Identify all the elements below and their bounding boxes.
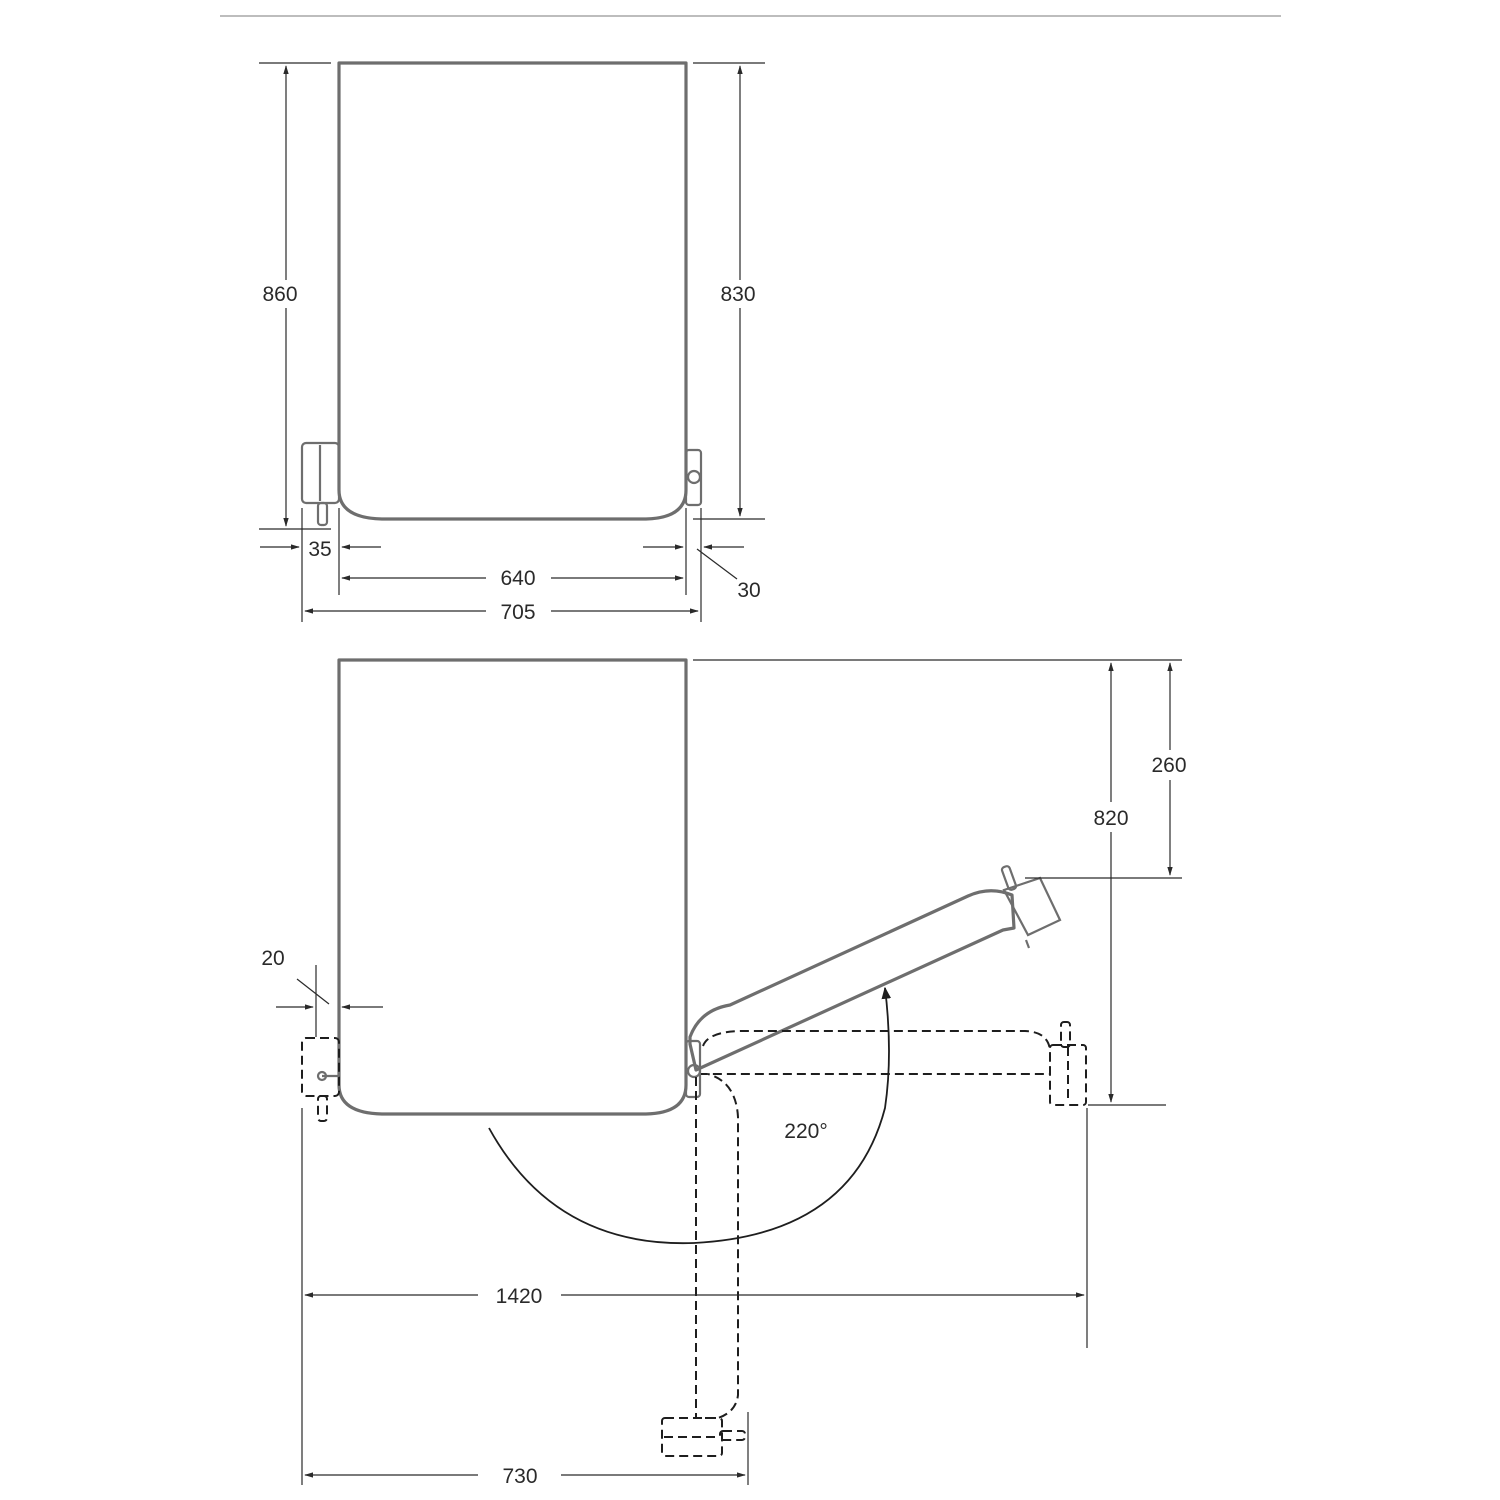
open-door	[688, 889, 1016, 1072]
front-view-body	[337, 61, 688, 521]
dim-1420-label: 1420	[496, 1285, 543, 1308]
dim-35-label: 35	[308, 538, 331, 561]
dim-860-label: 860	[262, 283, 297, 306]
door-90-position	[701, 1030, 1051, 1075]
dim-640-label: 640	[500, 567, 535, 590]
dim-30-label: 30	[737, 579, 760, 602]
right-handle-knob	[686, 469, 702, 485]
front-view: 860 830 35 640 705 30	[259, 61, 765, 624]
left-hinge-pin	[316, 501, 329, 527]
plan-left-hinge-pin	[317, 1095, 328, 1122]
plan-view: 220° 260 820 20 1420 730	[261, 658, 1187, 1488]
dim-820-label: 820	[1093, 807, 1128, 830]
door-180-position	[695, 1073, 739, 1419]
dim-260-label: 260	[1151, 754, 1186, 777]
dim-20-label: 20	[261, 947, 284, 970]
door-swing-arc	[488, 986, 892, 1245]
plan-view-body	[337, 658, 688, 1116]
dim-220-label: 220°	[784, 1120, 827, 1143]
dim-705-label: 705	[500, 601, 535, 624]
open-door-handle	[1002, 876, 1062, 937]
plan-left-pivot	[316, 1070, 328, 1082]
plan-left-hinge	[301, 1037, 340, 1097]
door-pivot	[686, 1063, 702, 1079]
dim-730-label: 730	[502, 1465, 537, 1488]
dim-830-label: 830	[720, 283, 755, 306]
